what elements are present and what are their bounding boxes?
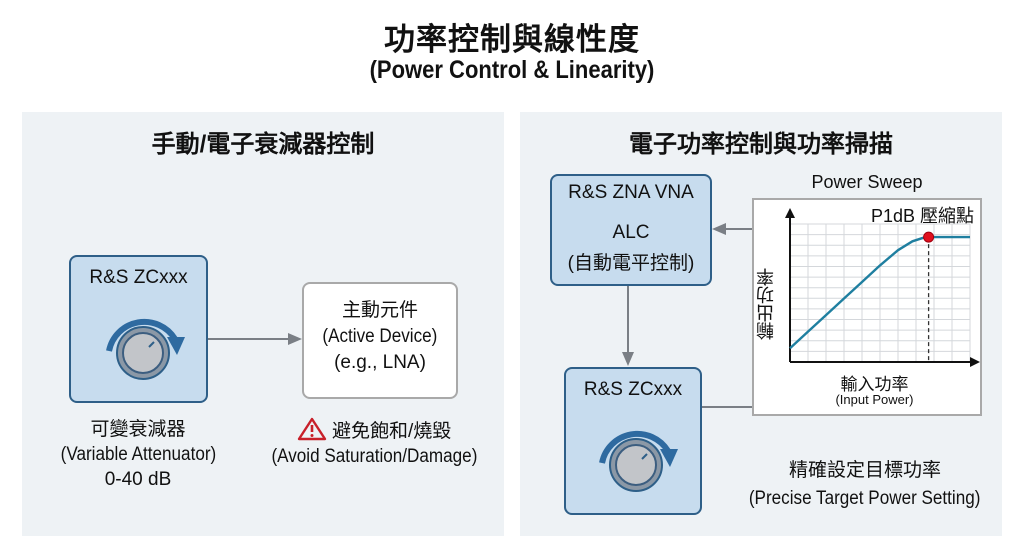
attenuator-label: R&S ZCxxx <box>89 267 188 288</box>
warning-text-en: (Avoid Saturation/Damage) <box>271 446 477 467</box>
arrow-to-device <box>208 333 302 345</box>
vna-box: R&S ZNA VNA ALC (自動電平控制) <box>550 174 712 286</box>
attenuator-caption-en: (Variable Attenuator) <box>60 444 216 465</box>
p1db-annotation: P1dB 壓縮點 <box>870 206 974 226</box>
page-title: 功率控制與線性度 <box>384 22 640 57</box>
active-device-box: 主動元件 (Active Device) (e.g., LNA) <box>302 282 458 399</box>
x-axis-sublabel: (Input Power) <box>835 392 914 407</box>
attenuator-caption-zh: 可變衰減器 <box>90 419 186 440</box>
attenuator-box-right: R&S ZCxxx <box>564 367 702 515</box>
attenuator-label-right: R&S ZCxxx <box>583 379 683 400</box>
device-line-2: (Active Device) <box>322 326 438 347</box>
arrow-sweep-to-vna <box>712 223 754 235</box>
left-panel-title: 手動/電子衰減器控制 <box>151 131 375 158</box>
alc-description: (自動電平控制) <box>567 253 695 274</box>
y-axis-arrow-icon <box>785 208 795 218</box>
rotary-knob-icon <box>599 430 678 492</box>
device-line-3: (e.g., LNA) <box>334 352 426 373</box>
arrow-vna-to-attenuator <box>622 286 634 366</box>
chart-canvas <box>785 208 980 367</box>
warning-text-zh: 避免飽和/燒毀 <box>332 421 452 442</box>
p1db-marker <box>923 231 935 243</box>
target-power-caption: 精確設定目標功率 (Precise Target Power Setting) <box>730 457 1000 513</box>
vna-label: R&S ZNA VNA <box>568 182 694 203</box>
x-axis-label: 輸入功率 <box>840 375 909 394</box>
chart-title: Power Sweep <box>811 172 923 192</box>
y-axis-label: 輸出功率 <box>756 268 776 340</box>
right-panel-title: 電子功率控制與功率掃描 <box>629 131 893 158</box>
target-power-caption-zh: 精確設定目標功率 <box>788 460 941 481</box>
device-line-1: 主動元件 <box>341 300 418 321</box>
target-power-caption-en: (Precise Target Power Setting) <box>749 488 981 509</box>
attenuator-box: R&S ZCxxx <box>69 255 208 403</box>
attenuator-range: 0-40 dB <box>104 469 172 490</box>
connector-attenuator-to-sweep <box>702 406 752 408</box>
power-sweep-chart: Power Sweep P1dB 壓縮點 輸出功率 輸入功率 (Input Po… <box>752 172 982 416</box>
page-subtitle: (Power Control & Linearity) <box>369 56 655 84</box>
attenuator-caption: 可變衰減器 (Variable Attenuator) 0-40 dB <box>42 417 234 492</box>
left-panel: 手動/電子衰減器控制 R&S ZCxxx 主動元件 (Active Device… <box>22 112 504 536</box>
x-axis-arrow-icon <box>970 357 980 367</box>
rotary-knob-icon <box>106 318 185 380</box>
right-panel: 電子功率控制與功率掃描 R&S ZNA VNA ALC (自動電平控制) R&S… <box>520 112 1002 536</box>
alc-label: ALC <box>612 222 650 243</box>
warning-caption: 避免飽和/燒毀 (Avoid Saturation/Damage) <box>254 417 494 469</box>
warning-triangle-icon <box>297 417 326 441</box>
